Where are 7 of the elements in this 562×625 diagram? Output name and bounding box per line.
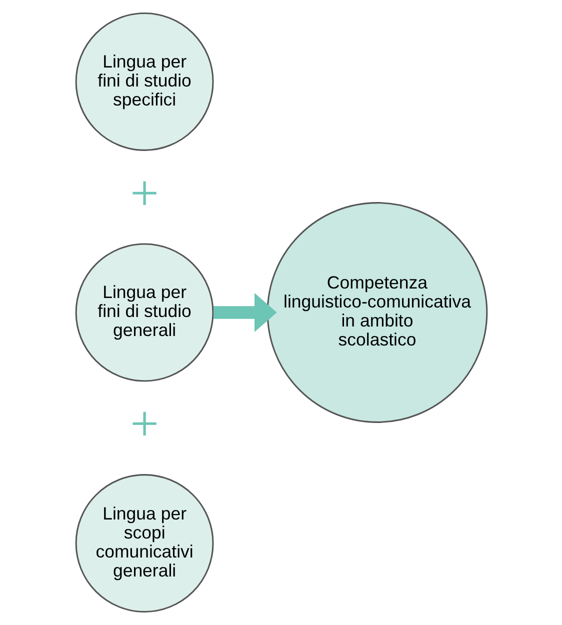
- arrow: [213, 292, 276, 332]
- node-circle: Lingua per fini di studio generali: [74, 243, 214, 382]
- node-circle: Competenza linguistico-comunicativa in ambito scolastico: [266, 202, 488, 423]
- node-circle: Lingua per fini di studio specifici: [74, 12, 214, 151]
- node-circle: Lingua per scopi comunicativi generali: [74, 474, 214, 613]
- label: +: [130, 164, 158, 221]
- label: +: [130, 396, 158, 452]
